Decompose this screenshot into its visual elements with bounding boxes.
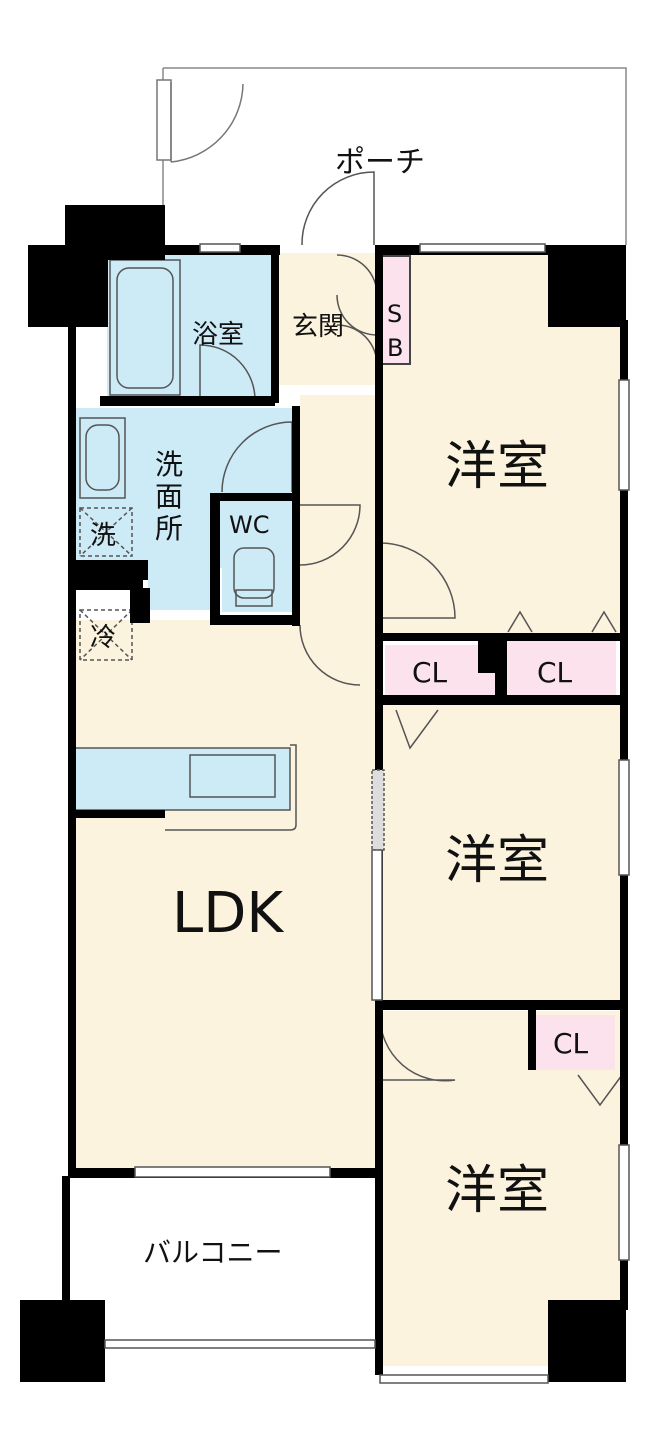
fixtures: [74, 259, 297, 831]
sb-label-top: S: [387, 300, 402, 328]
western-room-2-floor: [383, 703, 620, 1003]
wash-basin: [79, 417, 126, 499]
closet-2-label: CL: [537, 656, 573, 689]
storage-sb: [380, 255, 411, 365]
closet-3-label: CL: [553, 1027, 589, 1060]
fridge-label: 冷: [90, 623, 116, 653]
kitchen-counter: [74, 747, 291, 811]
closet-1-label: CL: [412, 656, 448, 689]
sb-label-bottom: B: [387, 334, 403, 362]
toilet: [233, 547, 275, 599]
washer-space: [79, 507, 133, 557]
door-swings: [199, 171, 623, 1107]
western-room-2-label: 洋室: [445, 831, 549, 891]
entrance-label: 玄関: [292, 312, 344, 342]
western-room-3-label: 洋室: [445, 1161, 549, 1221]
ldk-floor: [75, 620, 375, 1170]
washroom-label-3: 所: [155, 512, 183, 545]
washer-label: 洗: [90, 521, 116, 551]
balcony-label: バルコニー: [143, 1236, 282, 1269]
washroom-label-2: 面: [155, 480, 183, 513]
ldk-label: LDK: [172, 881, 284, 946]
porch-label: ポーチ: [335, 145, 425, 180]
porch-door: [156, 79, 244, 163]
bath-label: 浴室: [192, 320, 244, 350]
windows: [104, 243, 630, 1384]
western-room-1-label: 洋室: [445, 437, 549, 497]
hallway-floor: [300, 395, 375, 625]
wc-label: WC: [229, 511, 270, 539]
washroom-floor-lower: [148, 560, 210, 610]
closet-3: [535, 1015, 615, 1070]
fridge-space: [79, 609, 133, 661]
closet-1: [385, 645, 495, 695]
balcony-floor: [70, 1175, 375, 1350]
washroom-label-1: 洗: [155, 448, 183, 481]
closet-2: [506, 640, 616, 695]
entrance-floor: [279, 253, 375, 385]
bath-floor: [107, 253, 273, 400]
